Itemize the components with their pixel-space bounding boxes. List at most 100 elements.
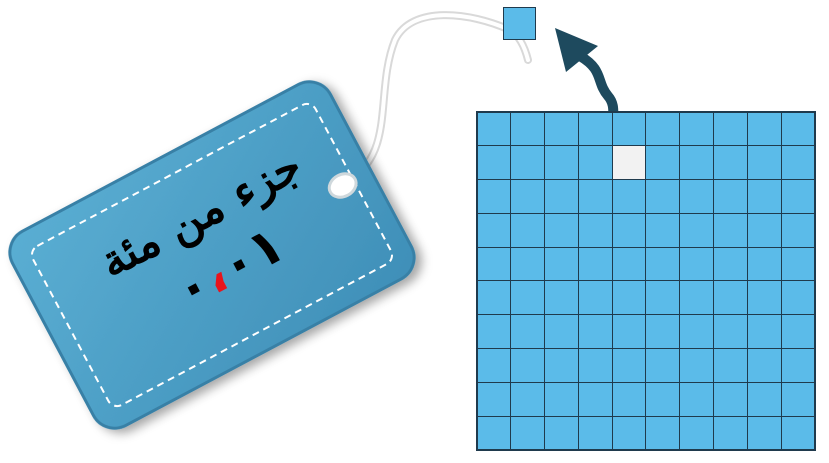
grid-cell bbox=[713, 280, 748, 315]
grid-cell bbox=[747, 348, 782, 383]
grid-cell bbox=[578, 416, 613, 451]
grid-cell bbox=[578, 280, 613, 315]
grid-cell bbox=[713, 382, 748, 417]
grid-cell bbox=[477, 416, 512, 451]
grid-cell bbox=[713, 416, 748, 451]
grid-cell bbox=[612, 314, 647, 349]
grid-cell bbox=[510, 382, 545, 417]
grid-cell bbox=[713, 145, 748, 180]
grid-cell bbox=[612, 416, 647, 451]
grid-cell bbox=[477, 112, 512, 147]
grid-cell bbox=[645, 247, 680, 282]
grid-cell bbox=[544, 348, 579, 383]
grid-cell bbox=[510, 179, 545, 214]
grid-cell bbox=[747, 112, 782, 147]
grid-cell bbox=[713, 348, 748, 383]
grid-cell bbox=[679, 112, 714, 147]
grid-cell bbox=[713, 213, 748, 248]
grid-cell bbox=[781, 348, 816, 383]
grid-cell bbox=[477, 179, 512, 214]
grid-cell bbox=[679, 280, 714, 315]
grid-cell bbox=[713, 112, 748, 147]
grid-cell bbox=[645, 145, 680, 180]
grid-cell bbox=[679, 179, 714, 214]
grid-cell bbox=[578, 112, 613, 147]
grid-cell bbox=[612, 280, 647, 315]
grid-cell bbox=[612, 179, 647, 214]
grid-cell bbox=[713, 314, 748, 349]
grid-cell bbox=[645, 112, 680, 147]
hundred-grid bbox=[476, 111, 816, 451]
grid-cell-removed bbox=[612, 145, 647, 180]
grid-cell bbox=[612, 382, 647, 417]
grid-cell bbox=[781, 280, 816, 315]
grid-cell bbox=[578, 314, 613, 349]
grid-cell bbox=[544, 416, 579, 451]
grid-cell bbox=[477, 213, 512, 248]
grid-cell bbox=[781, 213, 816, 248]
grid-cell bbox=[578, 382, 613, 417]
grid-cell bbox=[645, 314, 680, 349]
grid-cell bbox=[578, 247, 613, 282]
grid-cell bbox=[510, 112, 545, 147]
grid-cell bbox=[781, 314, 816, 349]
moved-square bbox=[503, 7, 536, 40]
grid-cell bbox=[679, 382, 714, 417]
grid-cell bbox=[477, 348, 512, 383]
grid-cell bbox=[713, 247, 748, 282]
grid-cell bbox=[645, 213, 680, 248]
grid-cell bbox=[679, 145, 714, 180]
grid-cell bbox=[747, 179, 782, 214]
grid-cell bbox=[781, 145, 816, 180]
grid-cell bbox=[578, 145, 613, 180]
grid-cell bbox=[510, 314, 545, 349]
grid-cell bbox=[781, 247, 816, 282]
grid-cell bbox=[645, 382, 680, 417]
grid-cell bbox=[477, 280, 512, 315]
grid-cell bbox=[544, 213, 579, 248]
grid-cell bbox=[544, 179, 579, 214]
grid-cell bbox=[578, 213, 613, 248]
grid-cell bbox=[510, 280, 545, 315]
grid-cell bbox=[747, 382, 782, 417]
grid-cell bbox=[510, 247, 545, 282]
grid-cell bbox=[612, 348, 647, 383]
grid-cell bbox=[781, 179, 816, 214]
grid-cell bbox=[679, 416, 714, 451]
grid-cell bbox=[781, 382, 816, 417]
grid-cell bbox=[544, 247, 579, 282]
grid-cell bbox=[477, 247, 512, 282]
price-tag bbox=[1, 73, 422, 436]
grid-cell bbox=[544, 314, 579, 349]
grid-cell bbox=[578, 179, 613, 214]
grid-cell bbox=[713, 179, 748, 214]
grid-cell bbox=[612, 247, 647, 282]
grid-cell bbox=[477, 382, 512, 417]
grid-cell bbox=[747, 145, 782, 180]
grid-cell bbox=[747, 280, 782, 315]
grid-cell bbox=[578, 348, 613, 383]
grid-cell bbox=[544, 112, 579, 147]
grid-cell bbox=[645, 416, 680, 451]
grid-cell bbox=[477, 145, 512, 180]
grid-cell bbox=[747, 213, 782, 248]
grid-cell bbox=[679, 314, 714, 349]
grid-cell bbox=[781, 112, 816, 147]
grid-cell bbox=[510, 145, 545, 180]
grid-cell bbox=[510, 213, 545, 248]
grid-cell bbox=[781, 416, 816, 451]
grid-cell bbox=[645, 179, 680, 214]
grid-cell bbox=[477, 314, 512, 349]
grid-cell bbox=[544, 382, 579, 417]
grid-cell bbox=[510, 348, 545, 383]
grid-cell bbox=[747, 314, 782, 349]
grid-cell bbox=[679, 348, 714, 383]
grid-cell bbox=[544, 280, 579, 315]
grid-cell bbox=[679, 247, 714, 282]
grid-cell bbox=[544, 145, 579, 180]
grid-cell bbox=[612, 213, 647, 248]
grid-cell bbox=[645, 348, 680, 383]
grid-cell bbox=[510, 416, 545, 451]
grid-cell bbox=[645, 280, 680, 315]
grid-cell bbox=[747, 416, 782, 451]
